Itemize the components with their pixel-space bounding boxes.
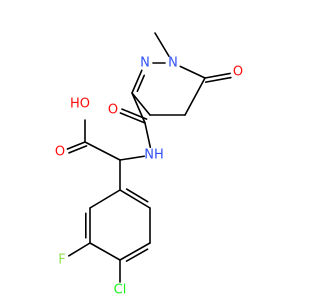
bond-c5-c6: [184, 77, 206, 116]
bond-ar1-ar2-second: [125, 188, 149, 203]
atom-nh: NH: [144, 148, 164, 163]
bond-c6-o: [204, 72, 231, 79]
atom-n-methyl: N: [168, 56, 178, 71]
bond-layer: [66, 32, 232, 283]
bond-ar3-ar4: [119, 242, 151, 261]
atom-f: F: [58, 253, 65, 268]
bond-ar4-ar5: [89, 242, 121, 261]
bond-camide-o-second: [121, 108, 148, 120]
bond-cacid-o: [66, 141, 86, 150]
bond-c6-n1: [179, 65, 206, 79]
bond-c6-o-second: [204, 76, 232, 83]
bond-calpha-cacid: [84, 141, 121, 161]
bond-camide-o: [119, 112, 146, 124]
bond-ar3-ar4-second: [125, 248, 149, 262]
bond-ar5-f: [68, 242, 91, 257]
atom-o-acid: O: [55, 145, 65, 160]
bond-n-c3: [131, 69, 143, 94]
bond-methyl-n: [154, 32, 170, 57]
atom-n-ring: N: [140, 56, 150, 71]
molecule-structure: N N O O NH O HO Cl F: [55, 32, 243, 298]
bond-cacid-o-second: [68, 145, 88, 154]
bond-nh-calpha: [119, 155, 145, 161]
bond-camide-nh: [144, 122, 152, 148]
atom-label-layer: N N O O NH O HO Cl F: [55, 56, 243, 298]
atom-cl: Cl: [114, 283, 127, 298]
bond-n-c3-second: [136, 74, 145, 93]
atom-oh-acid: HO: [70, 97, 90, 112]
bond-ar1-ar2: [119, 189, 151, 209]
atom-o-ring-carbonyl: O: [233, 65, 243, 80]
bond-ar6-ar1: [89, 189, 121, 209]
bond-c3-c4: [131, 92, 151, 116]
atom-o-amide: O: [108, 103, 118, 118]
